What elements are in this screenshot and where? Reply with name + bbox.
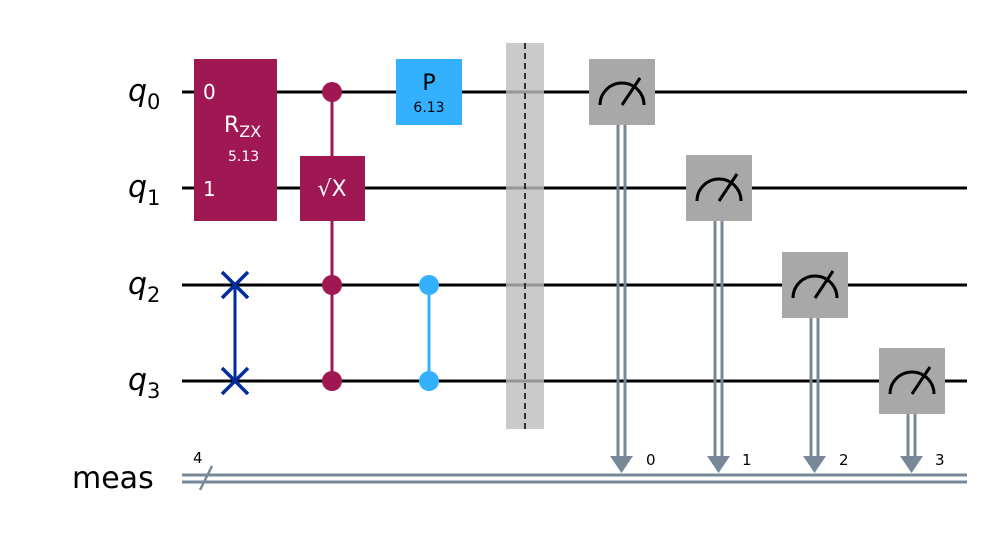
swap-gate — [220, 270, 250, 396]
meter-icon — [888, 366, 936, 395]
rzx-gate-box — [194, 59, 277, 221]
measure-arrow-3 — [900, 456, 923, 473]
meter-icon — [598, 77, 646, 106]
label-q0: q0 — [128, 74, 160, 114]
label-meas: meas — [72, 461, 154, 496]
clbit-label-2: 2 — [839, 451, 849, 469]
measure-box-1 — [686, 155, 752, 221]
control-dot-q2 — [322, 275, 342, 295]
phase-param: 6.13 — [413, 100, 444, 116]
label-q2: q2 — [128, 267, 160, 307]
clbit-label-3: 3 — [935, 451, 945, 469]
controlled-sx-gate: √X — [300, 82, 365, 391]
classical-wire: 4 — [182, 449, 967, 491]
phase-gate-box — [396, 59, 462, 125]
register-slash — [198, 465, 214, 491]
control-dot-q3 — [322, 371, 342, 391]
measure-arrow-1 — [707, 456, 730, 473]
cp-dot-q3 — [419, 371, 439, 391]
rzx-label: RZX — [224, 113, 261, 141]
clbit-label-0: 0 — [646, 451, 656, 469]
rzx-port-top: 0 — [203, 80, 216, 104]
meter-icon — [791, 270, 839, 299]
measure-q1: 1 — [686, 155, 752, 473]
qubit-wires — [182, 90, 967, 383]
label-q3: q3 — [128, 363, 160, 403]
measure-box-0 — [589, 59, 655, 125]
register-size: 4 — [193, 449, 203, 467]
measure-q2: 2 — [782, 252, 849, 473]
rzx-param: 5.13 — [228, 149, 259, 165]
barrier — [506, 43, 544, 429]
clbit-label-1: 1 — [742, 451, 752, 469]
rzx-gate: 0 1 RZX 5.13 — [194, 59, 277, 221]
measure-arrow-0 — [610, 456, 633, 473]
label-q1: q1 — [128, 170, 160, 210]
cp-dot-q2 — [419, 275, 439, 295]
measure-box-3 — [879, 348, 945, 414]
qubit-labels: q0 q1 q2 q3 meas — [72, 74, 160, 496]
sx-gate-box — [300, 156, 365, 221]
measure-q3: 3 — [879, 348, 945, 473]
meter-icon — [695, 173, 743, 202]
swap-x-icon — [220, 270, 250, 396]
phase-label: P — [422, 71, 435, 96]
measure-box-2 — [782, 252, 848, 318]
measure-q0: 0 — [589, 59, 656, 473]
measure-arrow-2 — [803, 456, 826, 473]
rzx-port-bottom: 1 — [203, 177, 216, 201]
sx-label: √X — [317, 177, 346, 202]
cp-gate — [419, 275, 439, 391]
control-dot-q0 — [322, 82, 342, 102]
phase-gate: P 6.13 — [396, 59, 462, 125]
